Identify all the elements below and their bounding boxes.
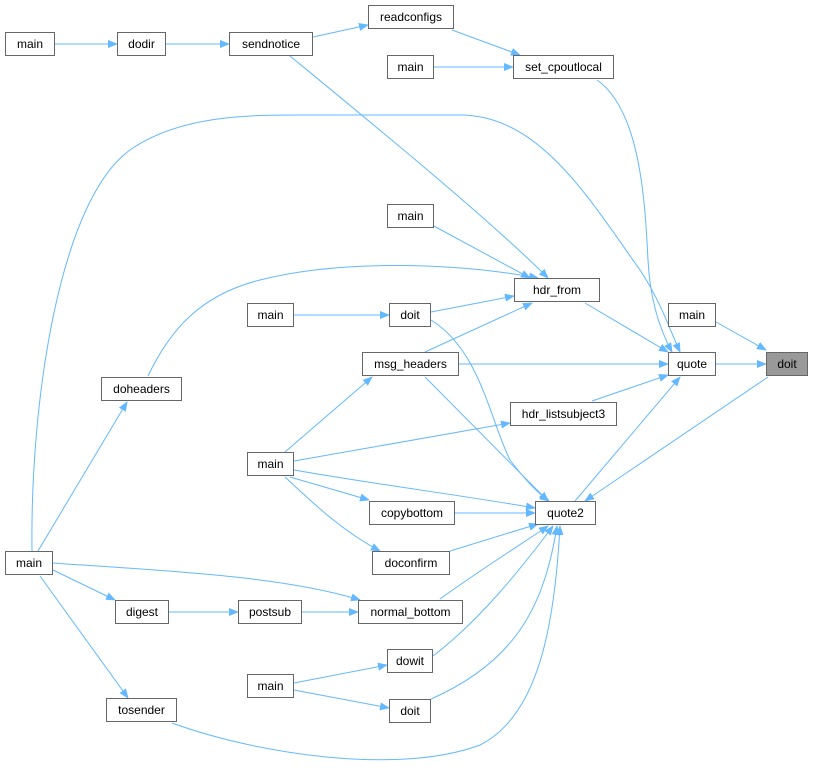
node-dodir[interactable]: dodir	[117, 32, 166, 56]
edge-normal_bottom-quote2	[439, 525, 549, 600]
edge-doconfirm-quote2	[449, 522, 539, 552]
edge-main-quote2	[293, 469, 536, 511]
node-quote[interactable]: quote	[668, 352, 716, 376]
edge-doheaders-hdr_from	[147, 264, 539, 377]
edge-msg_headers-quote2	[424, 376, 549, 502]
node-set-cpoutlocal[interactable]: set_cpoutlocal	[513, 55, 614, 79]
edge-main-hdr_from	[431, 224, 531, 279]
node-hdr-listsubject3[interactable]: hdr_listsubject3	[510, 402, 617, 426]
node-doit[interactable]: doit	[766, 352, 808, 376]
node-main[interactable]: main	[247, 452, 294, 476]
edge-msg_headers-hdr_from	[424, 302, 533, 353]
node-msg-headers[interactable]: msg_headers	[362, 352, 459, 376]
edge-main-copybottom	[289, 476, 370, 502]
edge-readconfigs-set_cpoutlocal	[451, 29, 521, 56]
edge-main-doheaders	[37, 401, 128, 552]
edge-doit-hdr_from	[430, 293, 515, 313]
edge-main-normal_bottom	[52, 562, 361, 602]
node-doit[interactable]: doit	[389, 699, 431, 723]
node-doit[interactable]: doit	[389, 303, 431, 327]
node-quote2[interactable]: quote2	[535, 501, 596, 525]
edge-dowit-quote2	[432, 525, 554, 657]
edge-hdr_from-quote	[584, 302, 669, 353]
edge-main-quote	[31, 114, 681, 552]
node-postsub[interactable]: postsub	[238, 600, 302, 624]
edge-doit-quote2	[430, 525, 560, 700]
node-doconfirm[interactable]: doconfirm	[372, 551, 450, 575]
edge-sendnotice-readconfigs	[312, 23, 369, 38]
node-hdr-from[interactable]: hdr_from	[514, 278, 600, 302]
edge-hdr_listsubject3-quote	[591, 374, 669, 402]
node-main[interactable]: main	[247, 303, 294, 327]
node-dowit[interactable]: dowit	[387, 649, 433, 673]
node-sendnotice[interactable]: sendnotice	[229, 32, 313, 56]
edge-main-dowit	[293, 662, 388, 684]
edge-tosender-quote2	[171, 525, 564, 761]
node-main[interactable]: main	[247, 674, 294, 698]
node-digest[interactable]: digest	[115, 600, 169, 624]
edge-sendnotice-hdr_from	[289, 55, 549, 279]
node-main[interactable]: main	[668, 303, 716, 327]
node-main[interactable]: main	[5, 32, 55, 56]
edge-main-tosender	[39, 575, 129, 699]
node-main[interactable]: main	[5, 551, 53, 575]
edge-set_cpoutlocal-quote	[596, 79, 673, 353]
node-normal-bottom[interactable]: normal_bottom	[358, 600, 463, 624]
edge-doit-quote2	[584, 376, 769, 502]
node-copybottom[interactable]: copybottom	[369, 501, 455, 525]
node-doheaders[interactable]: doheaders	[101, 377, 182, 401]
node-main[interactable]: main	[387, 204, 434, 228]
edge-main-doit	[293, 689, 390, 711]
edge-main-doconfirm	[284, 476, 381, 552]
node-main[interactable]: main	[387, 55, 434, 79]
edge-main-hdr_listsubject3	[293, 420, 511, 462]
edge-main-digest	[52, 569, 116, 601]
edge-quote2-quote	[574, 376, 681, 502]
node-readconfigs[interactable]: readconfigs	[368, 5, 454, 29]
node-tosender[interactable]: tosender	[106, 698, 177, 722]
edge-main-msg_headers	[284, 376, 373, 453]
edge-main-doit	[715, 321, 767, 351]
edge-doit-quote2	[430, 319, 550, 502]
